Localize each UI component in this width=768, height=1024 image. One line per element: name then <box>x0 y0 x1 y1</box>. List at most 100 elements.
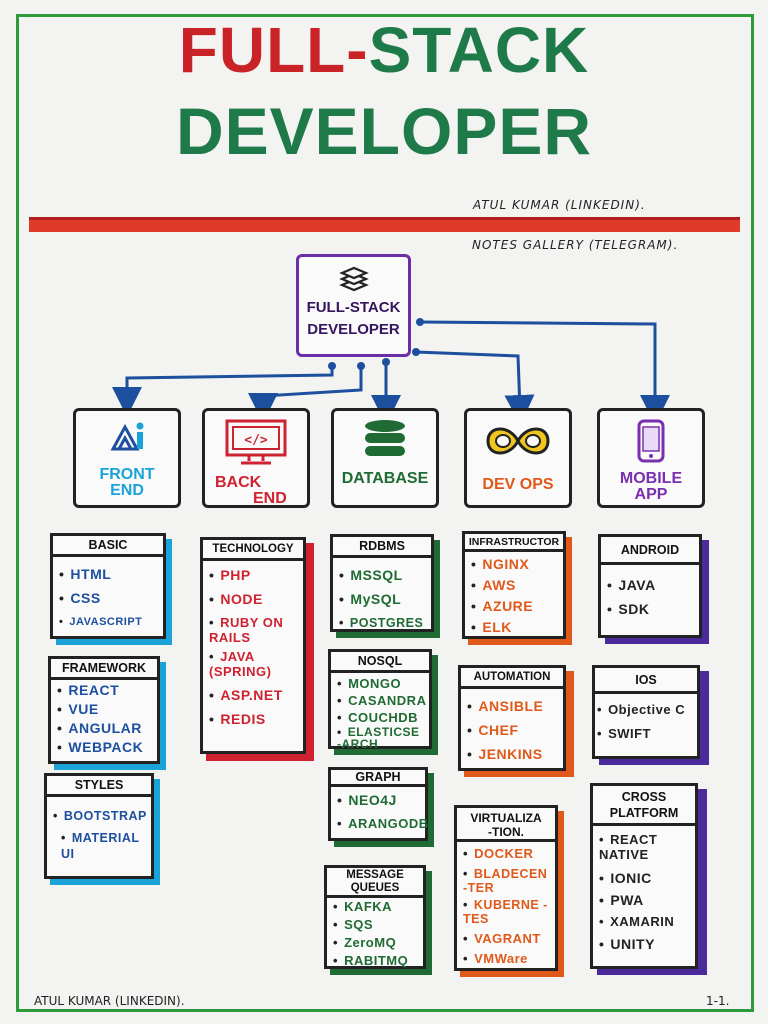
box-db-nosql: NOSQL MONGOCASANDRACOUCHDBELASTICSE -ARC… <box>328 649 432 750</box>
list-item: WEBPACK <box>57 738 153 757</box>
list-item: REDIS <box>209 707 299 731</box>
list-item: CSS <box>59 586 159 610</box>
list-item: POSTGRES <box>339 611 427 635</box>
list-item: MONGO <box>337 675 425 692</box>
list-item: NODE <box>209 587 299 611</box>
list-item: REACT NATIVE <box>599 832 691 862</box>
root-node: FULL-STACK DEVELOPER <box>296 254 411 357</box>
list-item: Objective C <box>597 698 693 722</box>
mobile-label-2: APP <box>634 486 668 503</box>
list-item: XAMARIN <box>599 911 691 933</box>
list-item: JENKINS <box>467 742 559 766</box>
box-title: MESSAGE QUEUES <box>327 868 423 898</box>
box-frontend-styles: STYLES BOOTSTRAPMATERIAL UI <box>44 773 154 879</box>
devops-label: DEV OPS <box>482 476 554 493</box>
box-title: GRAPH <box>331 770 425 787</box>
list-item: VMWare <box>463 949 551 969</box>
box-title: NOSQL <box>331 652 429 673</box>
category-mobile: MOBILE APP <box>597 408 705 508</box>
category-frontend: FRONT END <box>73 408 181 508</box>
box-devops-virtualization: VIRTUALIZA -TION. DOCKER BLADECEN -TER K… <box>454 805 558 971</box>
list-item: HTML <box>59 562 159 586</box>
list-item: CASANDRA <box>337 692 426 709</box>
page-number: 1-1. <box>706 994 730 1008</box>
title-full: FULL <box>178 14 347 86</box>
list-item: ANSIBLE <box>467 694 559 718</box>
list-item: SWIFT <box>597 722 693 746</box>
arrow-devops <box>415 350 535 425</box>
frontend-label-1: FRONT <box>99 466 155 483</box>
root-label-2: DEVELOPER <box>307 321 400 338</box>
list-item: COUCHDB <box>337 709 425 726</box>
infinity-icon <box>486 427 550 455</box>
box-title: IOS <box>595 668 697 694</box>
list-item: RUBY ON RAILS <box>209 615 299 645</box>
list-item: DOCKER <box>463 844 551 864</box>
red-divider <box>29 217 740 232</box>
list-item: MSSQL <box>339 563 427 587</box>
box-devops-infrastructor: INFRASTRUCTOR NGINXAWSAZUREELK <box>462 531 566 639</box>
list-item: REACT <box>57 681 153 700</box>
list-item: ASP.NET <box>209 683 299 707</box>
box-title: STYLES <box>47 776 151 797</box>
list-item: BLADECEN -TER <box>463 867 551 895</box>
list-item: JAVA (SPRING) <box>209 649 299 679</box>
list-item: VAGRANT <box>463 929 551 949</box>
box-backend-technology: TECHNOLOGY PHP NODE RUBY ON RAILS JAVA (… <box>200 537 306 754</box>
list-item: CHEF <box>467 718 559 742</box>
box-db-message-queues: MESSAGE QUEUES KAFKASQSZeroMQRABITMQ <box>324 865 426 969</box>
box-mobile-ios: IOS Objective CSWIFT <box>592 665 700 759</box>
list-item: BOOTSTRAP <box>53 802 147 830</box>
frontend-icon <box>110 422 144 451</box>
frontend-label: FRONT END <box>76 467 178 499</box>
box-title: AUTOMATION <box>461 668 563 689</box>
list-item: KUBERNE -TES <box>463 898 551 926</box>
stack-icon <box>339 266 369 292</box>
title-line-2: DEVELOPER <box>175 94 593 168</box>
box-frontend-framework: FRAMEWORK REACTVUEANGULARWEBPACK <box>48 656 160 764</box>
list-item: MySQL <box>339 587 427 611</box>
box-title: FRAMEWORK <box>51 659 157 680</box>
list-item: PHP <box>209 563 299 587</box>
list-item: IONIC <box>599 867 691 889</box>
page-border <box>16 14 754 1012</box>
box-title: CROSS PLATFORM <box>593 786 695 826</box>
frontend-label-2: END <box>110 482 144 499</box>
list-item: ELK <box>471 617 559 638</box>
mobile-label-1: MOBILE <box>619 470 683 487</box>
list-item: KAFKA <box>333 898 419 916</box>
category-backend: </> BACK END <box>202 408 310 508</box>
list-item: NEO4J <box>337 788 421 812</box>
root-label: FULL-STACK DEVELOPER <box>299 297 408 341</box>
category-devops: DEV OPS <box>464 408 572 508</box>
category-database: DATABASE <box>331 408 439 508</box>
root-label-1: FULL-STACK <box>306 299 401 316</box>
box-mobile-android: ANDROID JAVASDK <box>598 534 702 638</box>
box-title: BASIC <box>53 536 163 557</box>
mobile-label: MOBILE APP <box>600 471 702 503</box>
arrow-frontend <box>112 366 334 417</box>
list-item: SDK <box>607 597 695 621</box>
list-item: UNITY <box>599 933 691 955</box>
list-item: ELASTICSE -ARCH <box>337 726 425 750</box>
box-title: INFRASTRUCTOR <box>465 534 563 552</box>
list-item: JAVASCRIPT <box>59 610 159 634</box>
box-title: ANDROID <box>601 537 699 565</box>
phone-icon <box>637 419 665 463</box>
database-icon <box>365 420 405 456</box>
list-item: AWS <box>471 575 559 596</box>
list-item: AZURE <box>471 596 559 617</box>
title-stack: STACK <box>368 14 590 86</box>
box-frontend-basic: BASIC HTMLCSSJAVASCRIPT <box>50 533 166 639</box>
list-item: SQS <box>333 916 419 934</box>
list-item: VUE <box>57 700 153 719</box>
list-item: ARANGODB <box>337 812 428 836</box>
backend-label-1: BACK <box>215 474 262 491</box>
footer-credit: ATUL KUMAR (LINKEDIN). <box>34 994 185 1008</box>
box-db-graph: GRAPH NEO4JARANGODB <box>328 767 428 841</box>
box-title: VIRTUALIZA -TION. <box>457 808 555 842</box>
title-line-1: FULL-STACK <box>0 18 768 82</box>
svg-text:</>: </> <box>244 433 268 448</box>
list-item: PWA <box>599 889 691 911</box>
